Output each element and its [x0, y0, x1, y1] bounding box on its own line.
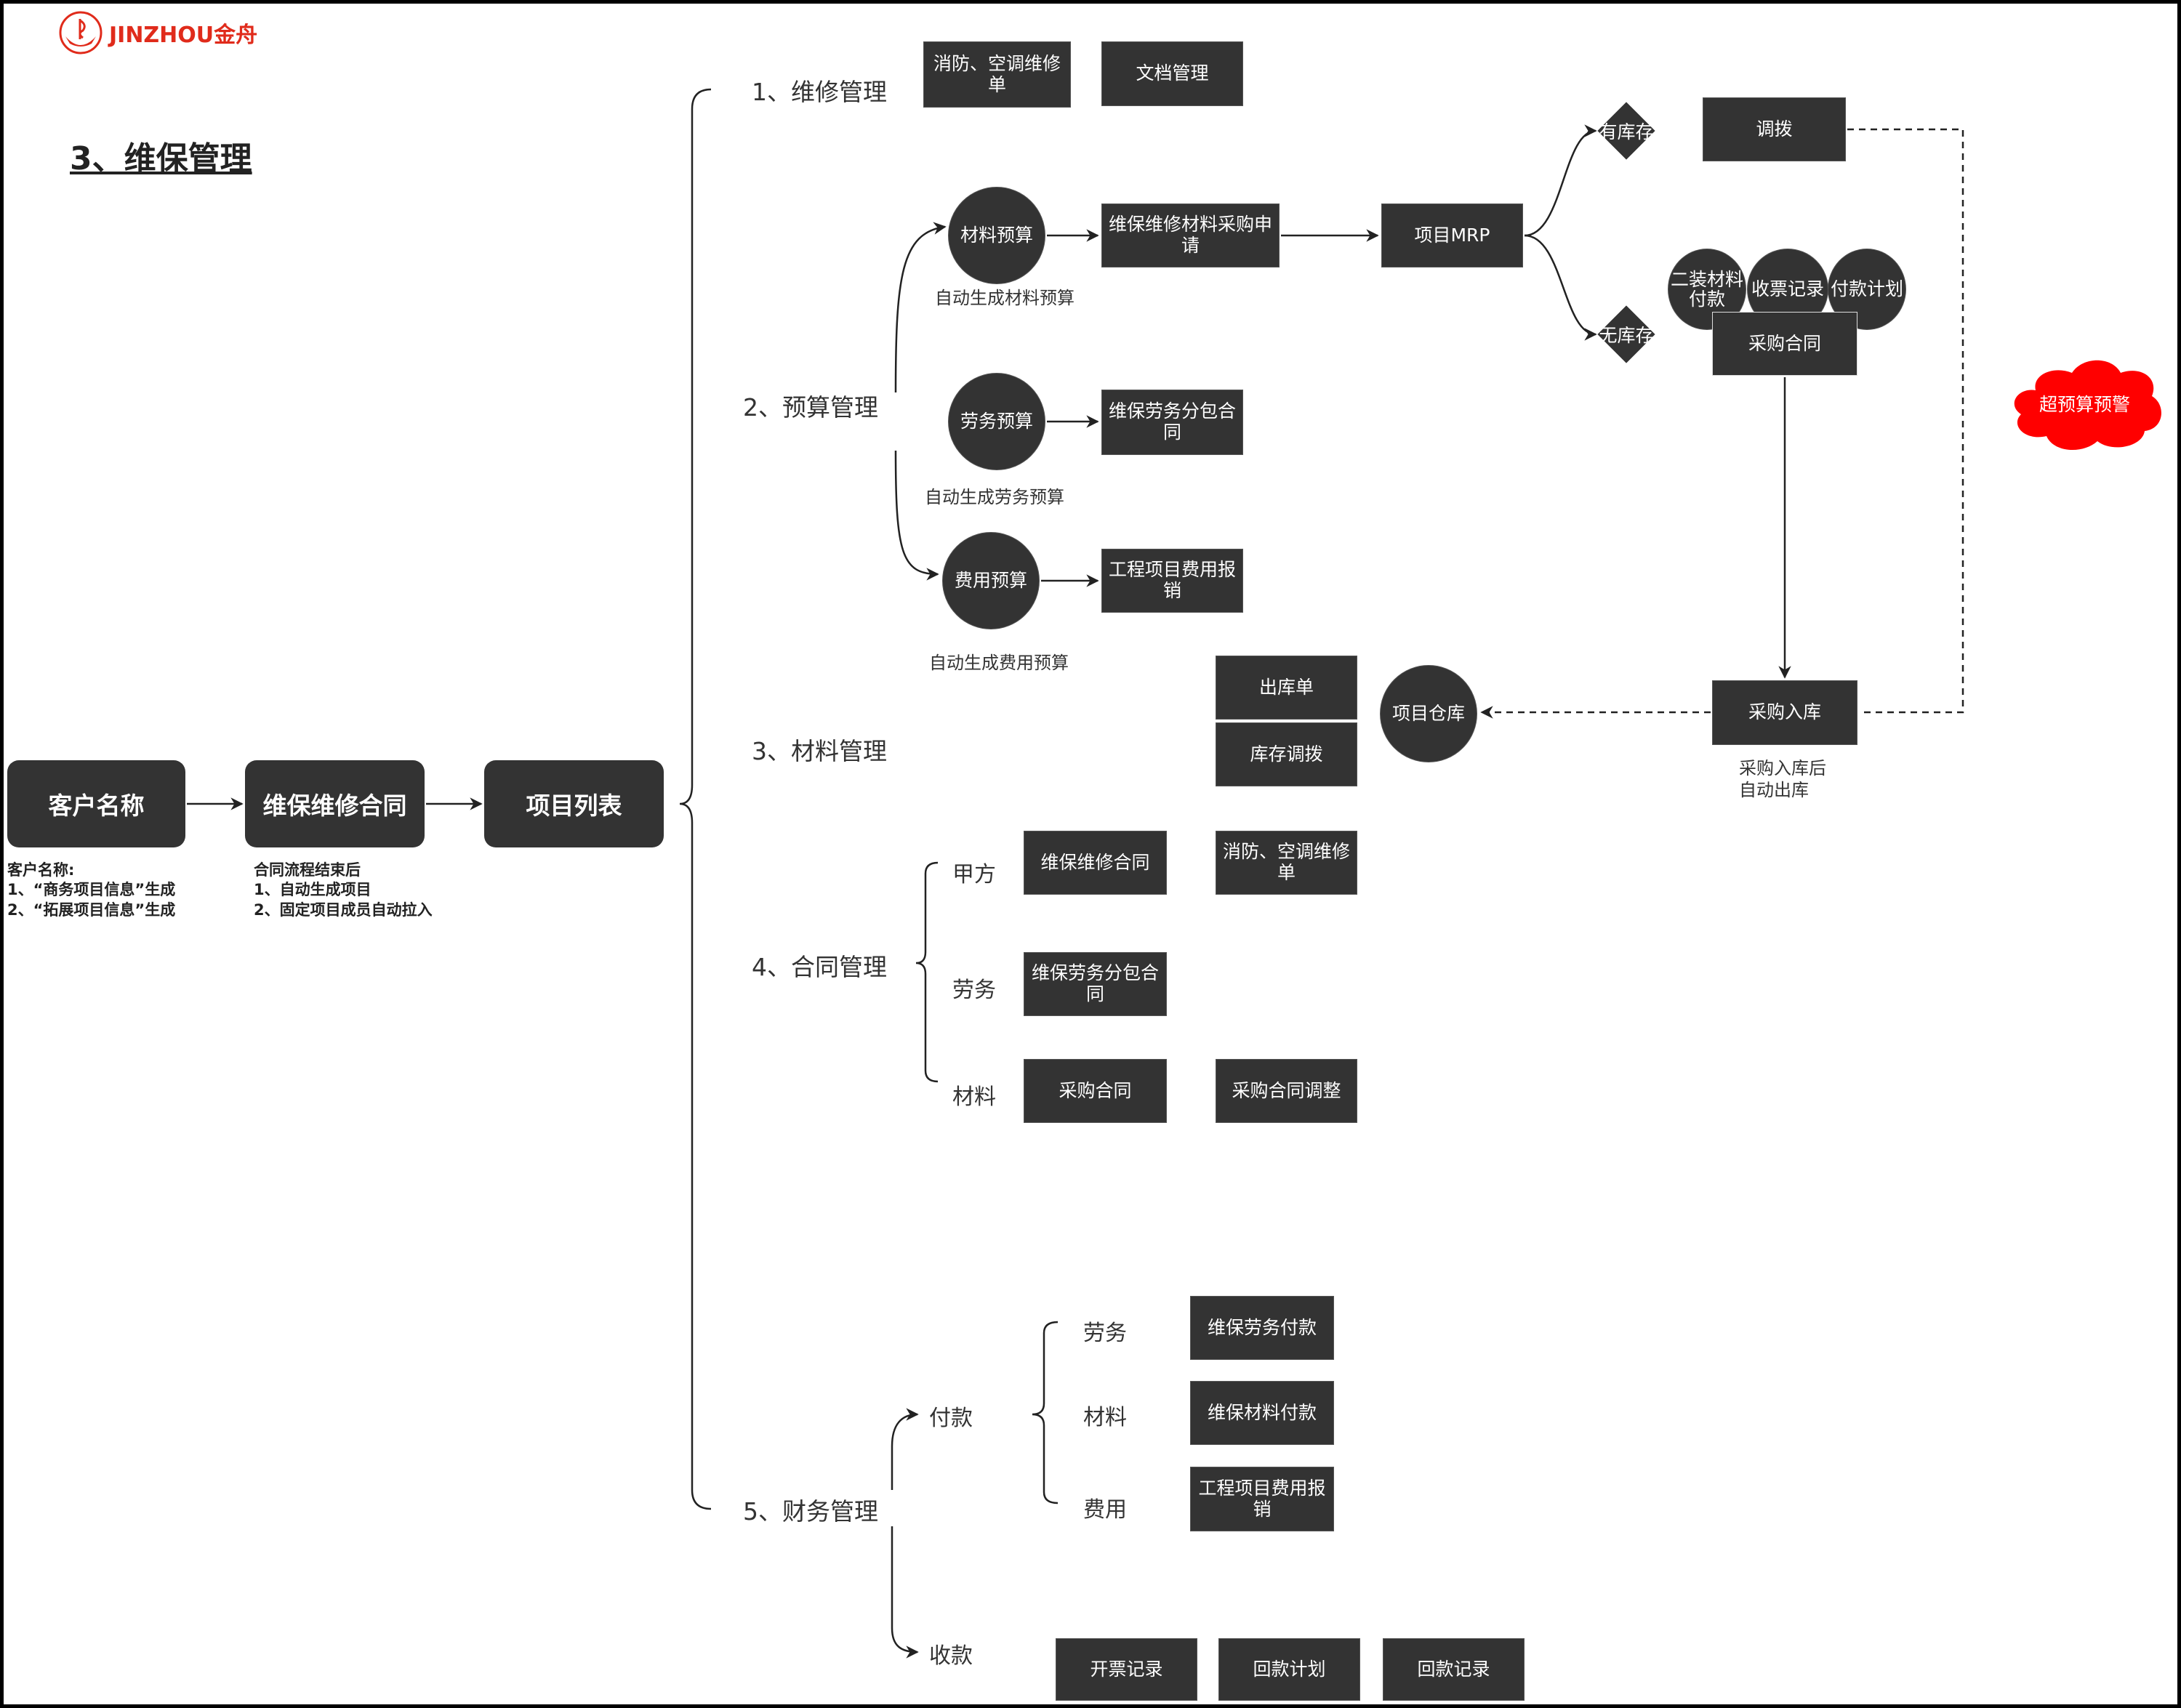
customer-note-line: 1、“商务项目信息”生成	[7, 881, 176, 899]
in-stock-decision[interactable]: 有库存	[1597, 102, 1655, 160]
collection-plan-item[interactable]: 回款计划	[1218, 1638, 1360, 1701]
customer-note-line: 客户名称:	[7, 861, 75, 879]
expense-reimbursement[interactable]: 工程项目费用报销	[1101, 549, 1243, 613]
expense-budget-node[interactable]: 费用预算	[942, 532, 1040, 629]
labor-subcontract[interactable]: 维保劳务分包合同	[1101, 390, 1243, 455]
section-maintenance-label: 1、维修管理	[752, 78, 887, 106]
customer-note: 客户名称: 1、“商务项目信息”生成 2、“拓展项目信息”生成	[7, 861, 175, 920]
section-budget-label: 2、预算管理	[743, 393, 878, 422]
page-title: 3、维保管理	[70, 140, 252, 177]
payment-group-material: 材料	[1083, 1405, 1127, 1430]
invoice-record-item[interactable]: 开票记录	[1056, 1638, 1197, 1701]
node-project-list[interactable]: 项目列表	[484, 760, 664, 847]
out-of-stock-label: 无库存	[1599, 325, 1654, 346]
in-stock-label: 有库存	[1599, 121, 1654, 142]
material-purchase-request[interactable]: 维保维修材料采购申请	[1101, 204, 1280, 267]
brand-name-en: JINZHOU	[109, 23, 214, 48]
payment-plan-circle[interactable]: 付款计划	[1828, 249, 1906, 330]
section-contract-label: 4、合同管理	[752, 953, 887, 981]
fire-ac-repair-order-item[interactable]: 消防、空调维修单	[1216, 831, 1357, 895]
contract-note: 合同流程结束后 1、自动生成项目 2、固定项目成员自动拉入	[254, 861, 433, 920]
labor-budget-node[interactable]: 劳务预算	[948, 373, 1045, 470]
inbound-note-line: 自动出库	[1739, 780, 1809, 800]
section-finance-label: 5、财务管理	[743, 1497, 878, 1526]
jinzhou-ship-logo-icon	[59, 11, 103, 55]
brand-name: JINZHOU金舟	[109, 17, 257, 49]
labor-subcontract-item[interactable]: 维保劳务分包合同	[1024, 952, 1167, 1016]
labor-payment-item[interactable]: 维保劳务付款	[1190, 1296, 1334, 1360]
material-payment-item[interactable]: 维保材料付款	[1190, 1381, 1334, 1445]
over-budget-warning[interactable]: 超预算预警	[2003, 353, 2166, 454]
project-warehouse-node[interactable]: 项目仓库	[1380, 665, 1477, 762]
fire-ac-repair-order[interactable]: 消防、空调维修单	[923, 41, 1071, 108]
node-customer-name[interactable]: 客户名称	[7, 760, 185, 847]
contract-note-line: 1、自动生成项目	[254, 881, 371, 899]
finance-payment-label: 付款	[929, 1406, 973, 1431]
contract-group-party-a: 甲方	[952, 862, 996, 887]
customer-note-line: 2、“拓展项目信息”生成	[7, 901, 176, 919]
brand-name-cn: 金舟	[214, 23, 258, 48]
section-material-label: 3、材料管理	[752, 737, 887, 765]
outbound-order[interactable]: 出库单	[1216, 656, 1357, 720]
payment-group-labor: 劳务	[1083, 1321, 1127, 1346]
brand-logo: JINZHOU金舟	[58, 10, 257, 55]
payment-group-expense: 费用	[1083, 1497, 1127, 1523]
purchase-contract-item[interactable]: 采购合同	[1024, 1059, 1167, 1123]
project-mrp[interactable]: 项目MRP	[1381, 204, 1523, 267]
over-budget-warning-label: 超预算预警	[2039, 394, 2130, 415]
cloud-icon	[2014, 360, 2161, 451]
inbound-note: 采购入库后 自动出库	[1739, 757, 1826, 801]
contract-note-line: 2、固定项目成员自动拉入	[254, 901, 433, 919]
node-maintenance-contract[interactable]: 维保维修合同	[245, 760, 425, 847]
collection-record-item[interactable]: 回款记录	[1383, 1638, 1525, 1701]
purchase-contract-adjust-item[interactable]: 采购合同调整	[1216, 1059, 1357, 1123]
contract-group-material: 材料	[952, 1084, 996, 1110]
material-budget-note: 自动生成材料预算	[935, 288, 1075, 308]
maintenance-contract-item[interactable]: 维保维修合同	[1024, 831, 1167, 895]
out-of-stock-decision[interactable]: 无库存	[1597, 305, 1655, 363]
labor-budget-note: 自动生成劳务预算	[925, 487, 1064, 507]
contract-group-labor: 劳务	[952, 978, 996, 1003]
material-budget-node[interactable]: 材料预算	[948, 187, 1045, 284]
contract-note-line: 合同流程结束后	[254, 861, 361, 879]
purchase-inbound-node[interactable]: 采购入库	[1712, 680, 1857, 745]
document-management[interactable]: 文档管理	[1101, 41, 1243, 106]
inventory-transfer[interactable]: 库存调拨	[1216, 722, 1357, 786]
expense-budget-note: 自动生成费用预算	[929, 653, 1069, 673]
expense-reimbursement-item[interactable]: 工程项目费用报销	[1190, 1467, 1334, 1531]
finance-receipt-label: 收款	[929, 1643, 973, 1669]
inbound-note-line: 采购入库后	[1739, 758, 1826, 778]
purchase-contract-node[interactable]: 采购合同	[1712, 312, 1857, 376]
stock-transfer-node[interactable]: 调拨	[1703, 97, 1846, 161]
